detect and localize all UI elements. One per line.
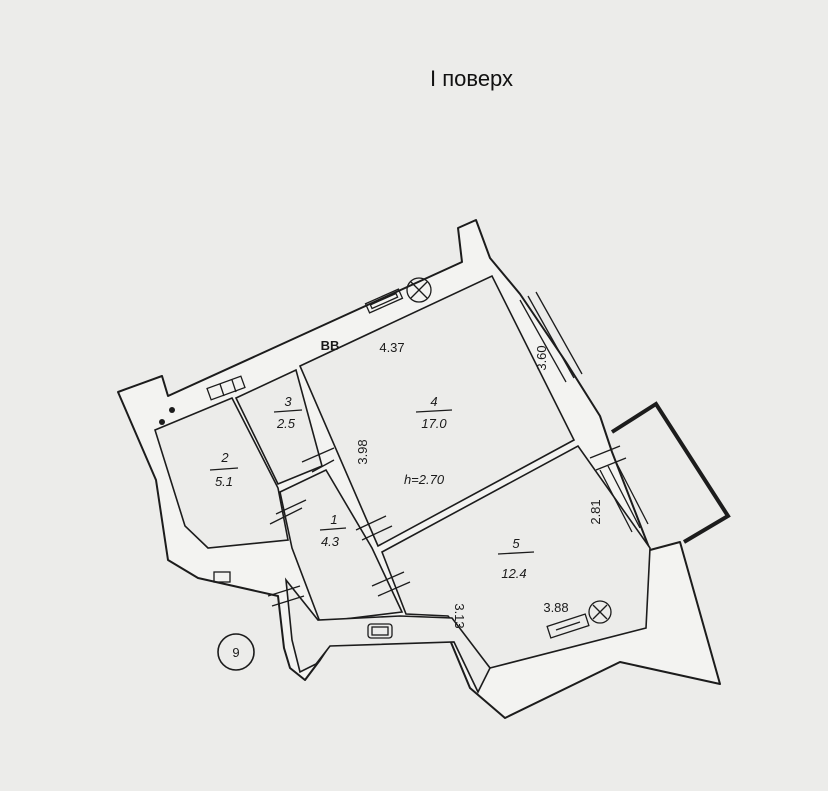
balcony — [610, 401, 731, 544]
door-marks — [267, 445, 627, 607]
radiator-room5-icon — [588, 600, 612, 624]
room-label-1: 1 4.3 — [319, 512, 347, 549]
radiator-room4-icon — [406, 277, 432, 303]
room-number: 3 — [284, 394, 292, 409]
floor-title: I поверх — [430, 66, 513, 91]
window-room4-right — [519, 291, 583, 383]
window-room5-balcony — [599, 461, 649, 533]
window-room4-top — [364, 288, 404, 314]
room-1 — [279, 468, 404, 623]
room-2 — [154, 396, 289, 549]
apartment-number-badge: 9 — [217, 633, 255, 671]
room-area: 12.4 — [501, 566, 526, 581]
riser-icon — [213, 571, 231, 583]
room-number: 2 — [220, 450, 229, 465]
fixture-dot-icon — [169, 407, 175, 413]
dimension-label: 2.81 — [588, 499, 603, 524]
room-area: 2.5 — [276, 416, 296, 431]
room-number: 5 — [512, 536, 520, 551]
room-area: 5.1 — [215, 474, 233, 489]
fixture-dot-icon — [159, 419, 165, 425]
dimension-label: 3.88 — [543, 600, 568, 615]
ceiling-height-label: h=2.70 — [404, 472, 445, 487]
entry-corridor — [284, 577, 491, 694]
room-label-5: 5 12.4 — [497, 536, 535, 581]
room-label-4: 4 17.0 — [415, 394, 453, 431]
window-room5-bottom — [546, 613, 590, 639]
room-label-3: 3 2.5 — [273, 394, 303, 431]
window-entry — [367, 623, 393, 639]
window-room3 — [206, 375, 246, 401]
dimension-label: 3.98 — [355, 439, 370, 464]
room-number: 1 — [330, 512, 337, 527]
room-label-2: 2 5.1 — [209, 450, 239, 489]
room-5 — [380, 444, 651, 669]
room-area: 17.0 — [421, 416, 447, 431]
dimension-label: 3.60 — [534, 345, 549, 370]
room-area: 4.3 — [321, 534, 340, 549]
wall-mark: BB — [321, 338, 340, 353]
dimension-label: 4.37 — [379, 340, 404, 355]
apartment-number: 9 — [232, 645, 239, 660]
dimension-label: 3.13 — [452, 603, 467, 628]
room-number: 4 — [430, 394, 437, 409]
